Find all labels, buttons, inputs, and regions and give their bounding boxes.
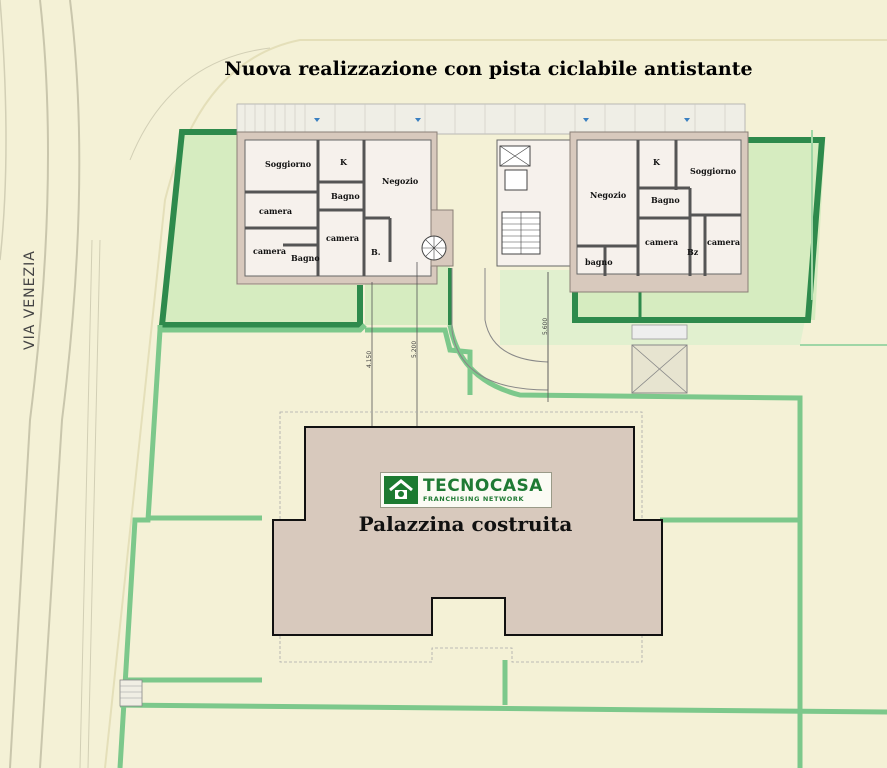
ramp-inner — [484, 268, 549, 363]
dimension-label: 5.200 — [411, 340, 418, 358]
street-name: VIA VENEZIA — [22, 250, 38, 350]
hedge-right — [572, 137, 826, 323]
left-walls — [245, 140, 392, 276]
dimension-label: 5.600 — [542, 317, 549, 335]
left-building-floor — [244, 139, 432, 277]
room-label: Bagno — [291, 253, 320, 263]
drain-markers — [314, 118, 690, 122]
room-label: Negozio — [382, 176, 419, 186]
vent-grate — [631, 324, 688, 340]
road-edge — [104, 39, 887, 768]
road-curve — [39, 0, 81, 768]
lawn-right-lower — [500, 270, 805, 345]
room-label: bagno — [585, 257, 613, 267]
room-label: K — [340, 157, 347, 167]
house-logo-icon — [384, 476, 418, 504]
room-label: Soggiorno — [265, 159, 312, 169]
logo-subtitle: FRANCHISING NETWORK — [423, 495, 525, 503]
road-curve — [9, 0, 49, 768]
right-walls — [577, 140, 741, 276]
existing-building-shadow — [279, 411, 643, 663]
room-label: Bz — [687, 247, 699, 257]
road-line — [79, 239, 93, 768]
room-label: camera — [645, 237, 679, 247]
dimension-label: 4.150 — [366, 350, 373, 368]
walkway — [236, 103, 746, 135]
lawn-left — [160, 130, 360, 325]
existing-building-label: Palazzina costruita — [358, 512, 573, 536]
logo-brand: TECNOCASA — [423, 476, 543, 496]
road-line — [87, 239, 101, 768]
existing-building — [272, 426, 663, 636]
room-label: Bagno — [651, 195, 680, 205]
lawn-right — [575, 138, 825, 320]
page-title: Nuova realizzazione con pista ciclabile … — [224, 58, 753, 80]
room-label: Bagno — [331, 191, 360, 201]
room-label: Negozio — [590, 190, 627, 200]
dimension-lines — [371, 262, 549, 428]
ramp — [451, 268, 549, 391]
side-stair — [119, 679, 143, 707]
room-label: B. — [371, 247, 381, 257]
room-label: camera — [253, 246, 287, 256]
road-edge — [129, 47, 271, 161]
room-label: K — [653, 157, 660, 167]
room-label: Soggiorno — [690, 166, 737, 176]
room-label: camera — [326, 233, 360, 243]
plot-lines-thin — [800, 130, 887, 346]
road-curve — [0, 0, 7, 261]
tecnocasa-logo: TECNOCASA FRANCHISING NETWORK — [380, 472, 552, 508]
room-label: camera — [707, 237, 741, 247]
room-label: camera — [259, 206, 293, 216]
